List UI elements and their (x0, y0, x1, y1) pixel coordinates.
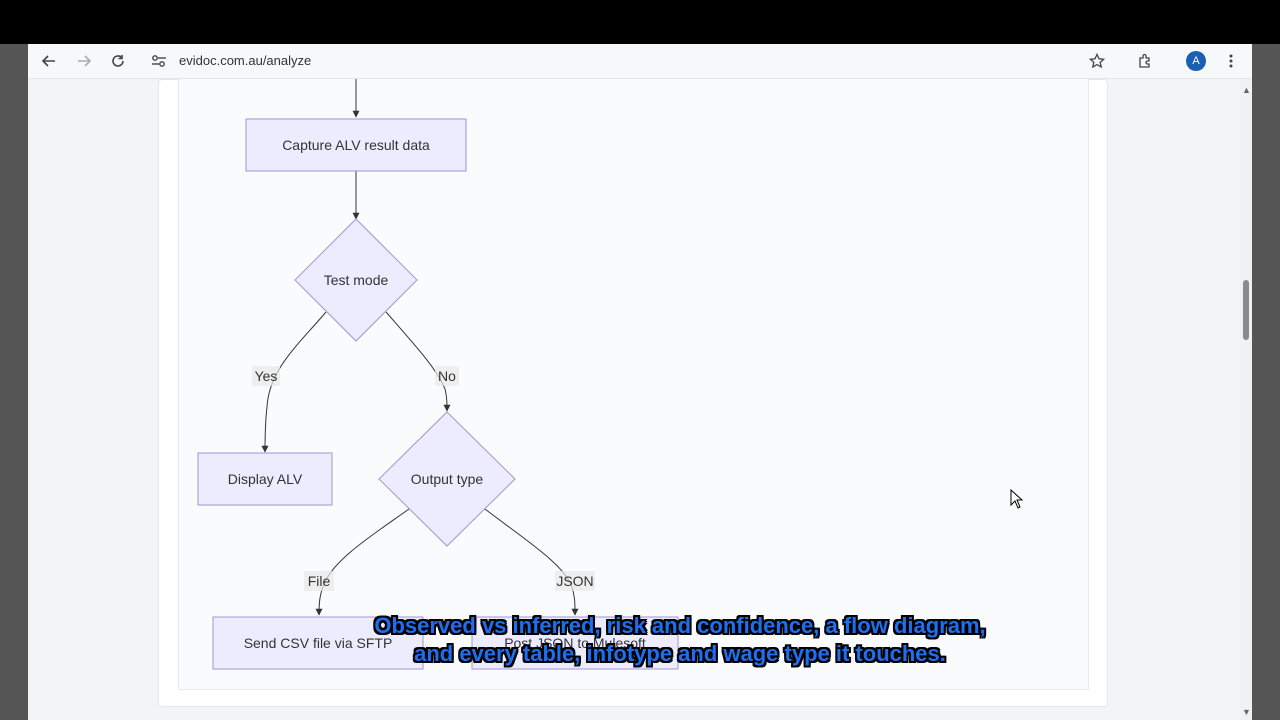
desktop-background-left (0, 44, 28, 720)
back-arrow-icon[interactable] (38, 50, 60, 72)
edge-label-no: No (438, 368, 456, 384)
profile-avatar[interactable]: A (1186, 51, 1206, 71)
flow-diagram-container: Yes No File JSON Capture ALV result data… (178, 79, 1089, 690)
node-test-mode (294, 218, 418, 342)
mouse-pointer-icon (1010, 488, 1024, 514)
edge-label-bg-yes (252, 366, 280, 386)
reload-icon[interactable] (107, 50, 129, 72)
video-letterbox-top (0, 0, 1280, 44)
star-icon[interactable] (1086, 50, 1108, 72)
edge-json (484, 508, 579, 616)
desktop-background-right (1252, 44, 1280, 720)
node-post-json (471, 616, 679, 670)
node-send-csv (212, 616, 424, 670)
scroll-down-arrow-icon[interactable]: ▼ (1242, 707, 1251, 717)
node-capture-alv-label: Capture ALV result data (282, 137, 430, 153)
edge-label-json: JSON (556, 573, 593, 589)
scroll-up-arrow-icon[interactable]: ▲ (1242, 85, 1251, 95)
video-caption: Observed vs inferred, risk and confidenc… (300, 612, 1060, 668)
node-output-type (378, 411, 516, 547)
browser-toolbar: evidoc.com.au/analyze A (28, 44, 1252, 79)
kebab-menu-icon[interactable] (1220, 50, 1242, 72)
edge-file (315, 508, 410, 616)
page-scrollbar[interactable]: ▲ ▼ (1240, 79, 1252, 720)
edge-label-bg-json (555, 571, 595, 591)
node-display-alv-label: Display ALV (228, 471, 303, 487)
browser-window: evidoc.com.au/analyze A (28, 44, 1252, 720)
edge-yes (261, 311, 327, 453)
edge-label-yes: Yes (255, 368, 278, 384)
address-bar-url[interactable]: evidoc.com.au/analyze (179, 53, 312, 68)
scroll-thumb[interactable] (1243, 280, 1249, 340)
node-display-alv (197, 452, 333, 506)
edge-label-bg-file (304, 571, 334, 591)
page-viewport: Yes No File JSON Capture ALV result data… (28, 79, 1240, 720)
caption-line-2: and every table, infotype and wage type … (414, 641, 946, 666)
site-settings-icon[interactable] (148, 50, 170, 72)
node-output-type-label: Output type (411, 471, 484, 487)
extensions-icon[interactable] (1134, 50, 1156, 72)
node-capture-alv (245, 118, 467, 172)
node-test-mode-label: Test mode (324, 272, 389, 288)
node-send-csv-label: Send CSV file via SFTP (244, 635, 393, 651)
edge-label-bg-no (435, 366, 459, 386)
caption-line-1: Observed vs inferred, risk and confidenc… (374, 613, 986, 638)
edge-no (385, 311, 451, 412)
flow-diagram: Yes No File JSON Capture ALV result data… (197, 79, 679, 670)
edge-label-file: File (308, 573, 331, 589)
node-post-json-label: Post JSON to Mulesoft (504, 635, 646, 651)
forward-arrow-icon[interactable] (73, 50, 95, 72)
